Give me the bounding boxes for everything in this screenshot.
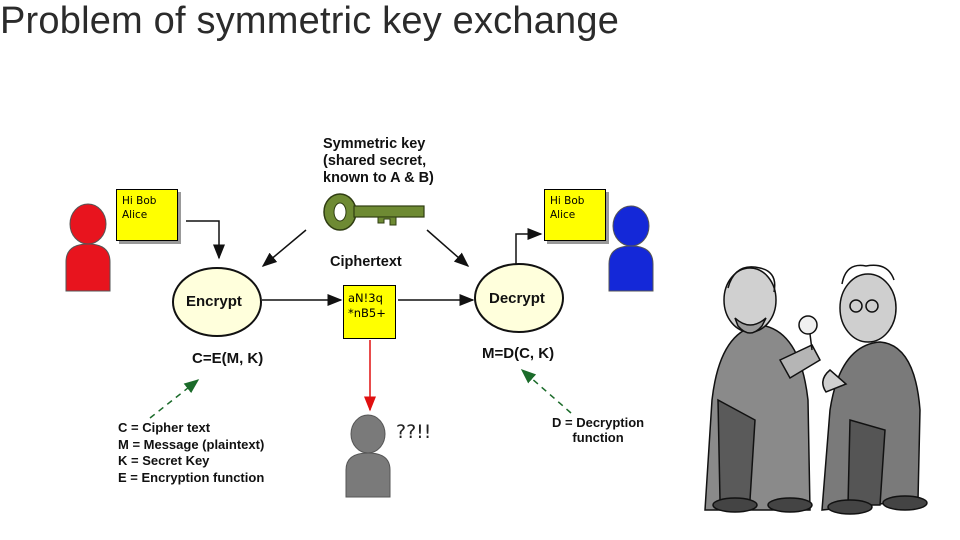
legend-item: M = Message (plaintext) bbox=[118, 436, 265, 452]
eavesdropper-exclamation: ??!! bbox=[396, 421, 432, 443]
key-icon bbox=[323, 193, 425, 231]
receiver-person-icon bbox=[608, 205, 654, 292]
encrypt-ellipse bbox=[172, 267, 262, 337]
legend: C = Cipher text M = Message (plaintext) … bbox=[118, 420, 264, 486]
key-caption-line: Symmetric key bbox=[323, 136, 426, 152]
note-line: Hi Bob bbox=[550, 195, 585, 207]
key-caption-line: (shared secret, bbox=[323, 153, 427, 169]
key-caption-line: known to A & B) bbox=[323, 170, 434, 186]
legend-item: C = Cipher text bbox=[118, 420, 211, 435]
eavesdropper-person-icon bbox=[345, 414, 391, 498]
cipher-line: *nB5+ bbox=[348, 306, 386, 320]
cipher-line: aN!3q bbox=[348, 291, 383, 305]
receiver-message-note: Hi Bob Alice bbox=[544, 189, 606, 241]
encrypt-formula: C=E(M, K) bbox=[192, 350, 264, 367]
page-title: Problem of symmetric key exchange bbox=[0, 0, 620, 42]
sender-person-icon bbox=[65, 203, 111, 292]
note-line: Alice bbox=[122, 209, 148, 221]
decrypt-formula: M=D(C, K) bbox=[482, 345, 555, 362]
legend-item: K = Secret Key bbox=[118, 453, 210, 468]
key-caption: Symmetric key (shared secret, known to A… bbox=[323, 136, 434, 187]
note-line: Hi Bob bbox=[122, 195, 157, 207]
legend-item: E = Encryption function bbox=[118, 469, 265, 485]
decrypt-function-note: D = Decryption function bbox=[552, 415, 644, 445]
ciphertext-label: Ciphertext bbox=[330, 254, 402, 270]
decrypt-note-line: function bbox=[572, 430, 624, 445]
encrypt-label: Encrypt bbox=[186, 293, 242, 310]
decrypt-note-line: D = Decryption bbox=[552, 415, 645, 430]
ciphertext-document: aN!3q *nB5+ bbox=[343, 285, 396, 339]
decrypt-ellipse bbox=[474, 263, 564, 333]
two-men-cartoon bbox=[704, 264, 928, 515]
note-line: Alice bbox=[550, 209, 576, 221]
decrypt-label: Decrypt bbox=[489, 290, 545, 307]
sender-message-note: Hi Bob Alice bbox=[116, 189, 178, 241]
